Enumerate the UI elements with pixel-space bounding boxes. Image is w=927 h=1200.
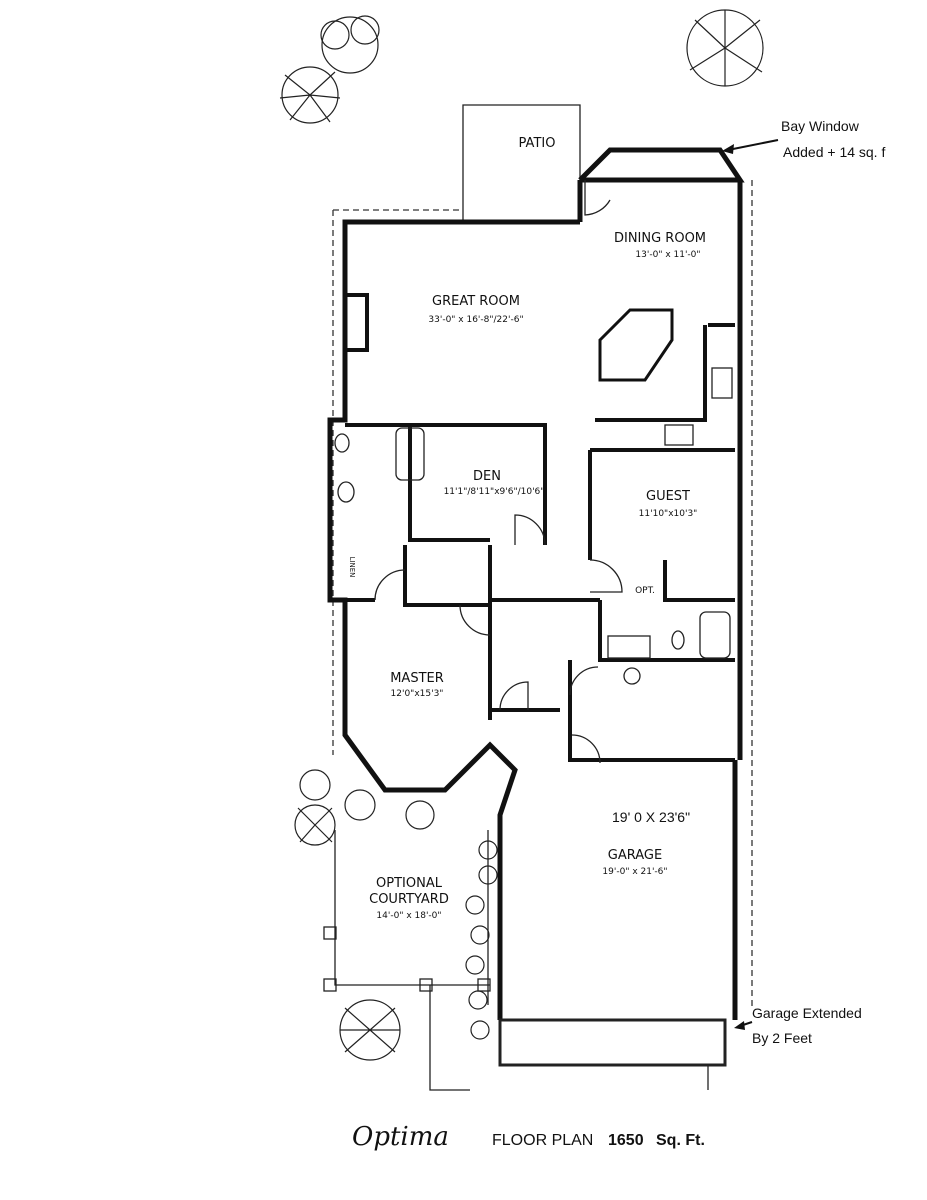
kitchen-island — [598, 308, 674, 382]
great-room-size: 33'-0" x 16'-8"/22'-6" — [428, 315, 523, 325]
sqft-unit: Sq. Ft. — [656, 1132, 705, 1149]
floor-plan-label: FLOOR PLAN — [492, 1132, 593, 1149]
courtyard-outline — [334, 830, 490, 1091]
fireplace — [343, 293, 369, 352]
opt-label: OPT. — [635, 586, 655, 596]
linen-label: LINEN — [348, 557, 356, 578]
den-label: DEN — [473, 469, 501, 484]
model-name: Optima — [352, 1122, 449, 1152]
den-size: 11'1"/8'11"x9'6"/10'6" — [444, 487, 545, 497]
bay-window — [578, 147, 745, 183]
great-room-label: GREAT ROOM — [432, 294, 520, 309]
garage-label: GARAGE — [608, 848, 662, 863]
garage-note-1: Garage Extended — [752, 1005, 862, 1021]
patio-label: PATIO — [519, 136, 556, 151]
master-label: MASTER — [390, 671, 444, 686]
garage-note-2: By 2 Feet — [752, 1030, 812, 1046]
patio-outline — [462, 104, 581, 222]
exterior-walls — [327, 180, 743, 1020]
arrow-icon — [727, 139, 779, 151]
bay-window-note-1: Bay Window — [781, 118, 860, 134]
doors — [374, 180, 623, 764]
master-size: 12'0"x15'3" — [391, 689, 444, 699]
dining-room-label: DINING ROOM — [614, 231, 706, 246]
interior-walls — [345, 323, 735, 762]
guest-label: GUEST — [646, 489, 690, 504]
fixtures — [334, 367, 733, 685]
bay-window-note-2: Added + 14 sq. f — [783, 144, 885, 160]
courtyard-label-1: OPTIONAL — [376, 876, 443, 891]
roof-outline — [332, 180, 753, 1010]
sqft-value: 1650 — [608, 1132, 644, 1149]
garage-size: 19'-0" x 21'-6" — [602, 867, 667, 877]
tree-icon — [279, 9, 764, 1061]
courtyard-label-2: COURTYARD — [369, 892, 449, 907]
courtyard-size: 14'-0" x 18'-0" — [376, 911, 441, 921]
garage-extension — [498, 1018, 727, 1067]
dining-room-size: 13'-0" x 11'-0" — [635, 250, 700, 260]
garage-new-size: 19' 0 X 23'6" — [612, 809, 690, 825]
guest-size: 11'10"x10'3" — [639, 509, 698, 519]
